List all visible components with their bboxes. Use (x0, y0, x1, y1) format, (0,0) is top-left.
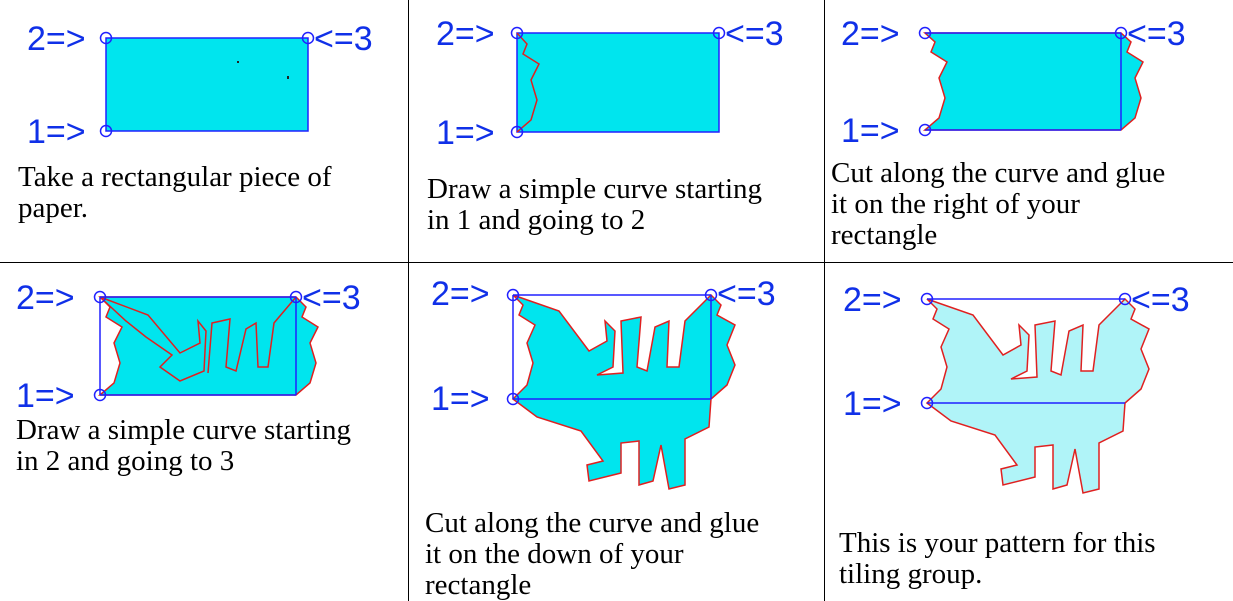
corner-marker-3 (1118, 292, 1132, 306)
corner-marker-3 (712, 26, 726, 40)
speck (287, 76, 289, 79)
step-1-caption: Take a rectangular piece of paper. (18, 161, 332, 224)
step-4-caption: Draw a simple curve starting in 2 and go… (16, 414, 352, 477)
row-divider (0, 262, 1233, 263)
step-4-diagram: 2=> <=3 1=> (16, 279, 361, 413)
step-2-diagram: 2=> <=3 1=> (436, 15, 784, 152)
point-2-label: 2=> (841, 15, 900, 53)
point-3-label: <=3 (725, 15, 784, 53)
point-1-label: 1=> (436, 114, 495, 152)
point-1-label: 1=> (841, 112, 900, 150)
step-6-cell: 2=> <=3 1=> This is your pattern for thi… (825, 263, 1233, 601)
shifted-shape (97, 296, 319, 396)
step-5-cell: 2=> <=3 1=> Cut along the curve and glue… (409, 263, 824, 601)
shifted-shape (922, 32, 1144, 131)
point-1-label: 1=> (27, 113, 86, 151)
point-1-label: 1=> (431, 380, 490, 418)
point-3-label: <=3 (1131, 281, 1190, 319)
corner-marker-2 (920, 292, 934, 306)
corner-marker-2 (918, 26, 932, 40)
point-1-label: 1=> (843, 385, 902, 423)
step-5-caption: Cut along the curve and glue it on the d… (425, 507, 760, 601)
paper-rectangle (105, 37, 309, 132)
pattern-shape (925, 297, 1150, 494)
point-2-label: 2=> (27, 20, 86, 58)
corner-marker-3 (704, 288, 718, 302)
step-6-caption: This is your pattern for this tiling gro… (839, 527, 1156, 590)
step-2-cell: 2=> <=3 1=> Draw a simple curve starting… (409, 0, 824, 262)
step-3-cell: 2=> <=3 1=> Cut along the curve and glue… (825, 0, 1233, 262)
corner-marker-3 (301, 31, 315, 45)
cut-curve-1-2 (516, 32, 540, 133)
cut-curve-2-3-b (207, 296, 297, 374)
column-divider-2 (824, 0, 825, 601)
corner-marker-2 (506, 288, 520, 302)
point-3-label: <=3 (302, 279, 361, 317)
pattern-shape (511, 293, 736, 490)
cut-curve-2-3 (99, 296, 207, 382)
point-2-label: 2=> (431, 275, 490, 313)
step-4-cell: 2=> <=3 1=> Draw a simple curve starting… (0, 263, 408, 601)
step-6-diagram: 2=> <=3 1=> (843, 281, 1190, 494)
step-3-diagram: 2=> <=3 1=> (841, 15, 1186, 150)
point-1-label: 1=> (16, 377, 75, 413)
step-2-caption: Draw a simple curve starting in 1 and go… (427, 173, 763, 236)
step-1-cell: 2=> <=3 1=> Take a rectangular piece of … (0, 0, 408, 262)
column-divider-1 (408, 0, 409, 601)
step-1-diagram: 2=> <=3 1=> (27, 20, 373, 151)
paper-rectangle (516, 32, 720, 133)
corner-marker-3 (1114, 26, 1128, 40)
step-3-caption: Cut along the curve and glue it on the r… (831, 157, 1166, 251)
corner-marker-2 (510, 26, 524, 40)
corner-marker-2 (93, 290, 107, 304)
corner-marker-1 (99, 124, 113, 138)
point-2-label: 2=> (16, 279, 75, 317)
point-2-label: 2=> (843, 281, 902, 319)
corner-marker-3 (289, 290, 303, 304)
corner-marker-1 (510, 125, 524, 139)
corner-marker-1 (920, 396, 934, 410)
corner-marker-1 (93, 388, 107, 402)
step-5-diagram: 2=> <=3 1=> (431, 275, 776, 490)
corner-marker-2 (99, 31, 113, 45)
corner-marker-1 (918, 123, 932, 137)
point-3-label: <=3 (1127, 15, 1186, 53)
point-3-label: <=3 (717, 275, 776, 313)
point-2-label: 2=> (436, 15, 495, 53)
speck (237, 61, 239, 63)
point-3-label: <=3 (314, 20, 373, 58)
corner-marker-1 (506, 392, 520, 406)
